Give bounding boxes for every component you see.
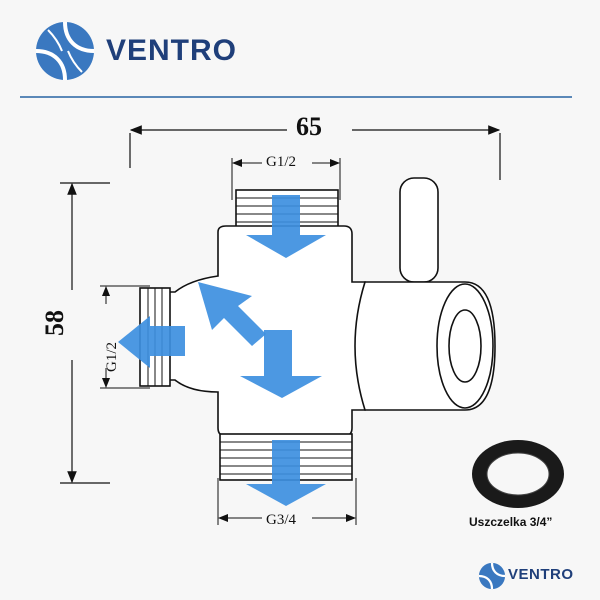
flow-arrow-diagonal <box>198 282 266 346</box>
dimension-width-label: 65 <box>296 112 322 141</box>
brand-name-bottom: VENTRO <box>508 566 574 583</box>
brand-logo-bottom: VENTRO <box>478 558 598 594</box>
ventro-logo-icon <box>35 21 95 81</box>
dimension-top-thread <box>231 158 341 200</box>
brand-logo-top: VENTRO <box>34 21 294 82</box>
left-thread-label: G1/2 <box>104 342 120 372</box>
flow-arrow-middle <box>240 330 322 398</box>
valve-body <box>139 177 496 481</box>
flow-arrow-top <box>246 195 326 258</box>
dimension-width-line <box>129 125 501 180</box>
dimension-left-thread <box>100 285 150 389</box>
flow-arrows <box>118 195 326 506</box>
brand-name-top: VENTRO <box>106 34 238 67</box>
dimension-bottom-thread <box>217 478 357 525</box>
ventro-logo-small-icon <box>478 562 506 590</box>
flow-arrow-bottom <box>246 440 326 506</box>
gasket-ring <box>472 440 564 508</box>
dimension-height-line <box>60 182 110 484</box>
bottom-thread-label: G3/4 <box>266 512 296 528</box>
dimension-height-label: 58 <box>40 310 69 336</box>
header-divider <box>20 96 572 98</box>
top-thread-label: G1/2 <box>266 154 296 170</box>
flow-arrow-left <box>118 316 185 368</box>
gasket-label: Uszczelka 3/4” <box>469 515 553 529</box>
